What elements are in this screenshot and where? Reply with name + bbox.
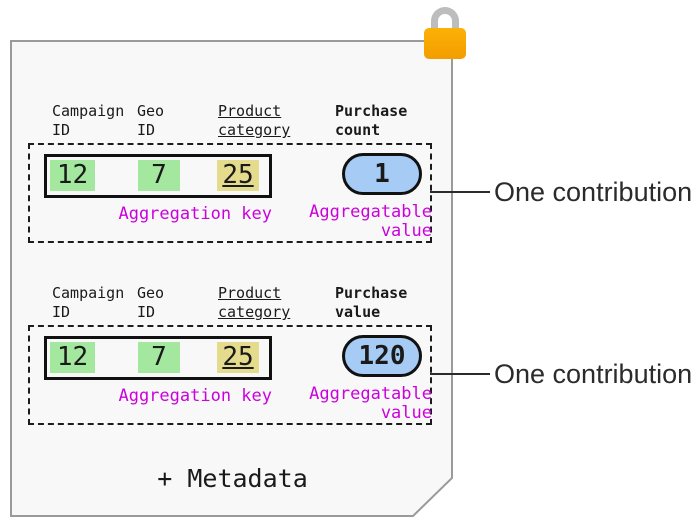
contribution-block-purchase-count: Campaign ID Geo ID Product category Purc… bbox=[0, 95, 700, 277]
lock-body bbox=[424, 28, 466, 59]
connector-line bbox=[430, 373, 490, 375]
campaign-id-cell: 12 bbox=[50, 160, 95, 191]
column-header-geo-id: Geo ID bbox=[137, 102, 165, 139]
aggregation-key-box bbox=[44, 154, 272, 198]
product-category-cell: 25 bbox=[217, 342, 259, 373]
one-contribution-label: One contribution bbox=[494, 359, 693, 389]
campaign-id-cell: 12 bbox=[50, 342, 95, 373]
aggregatable-value-label: Aggregatable value bbox=[309, 202, 432, 241]
column-header-product-category: Product category bbox=[218, 102, 291, 139]
geo-id-cell: 7 bbox=[138, 160, 180, 191]
aggregation-key-label: Aggregation key bbox=[118, 204, 272, 224]
aggregation-key-label: Aggregation key bbox=[118, 386, 272, 406]
connector-line bbox=[430, 191, 490, 193]
contribution-block-purchase-value: Campaign ID Geo ID Product category Purc… bbox=[0, 277, 700, 459]
aggregatable-value-pill: 120 bbox=[342, 335, 422, 377]
contribution-dashed-outline bbox=[28, 325, 432, 425]
aggregation-key-box bbox=[44, 336, 272, 380]
column-header-geo-id: Geo ID bbox=[137, 284, 165, 321]
column-header-campaign-id: Campaign ID bbox=[52, 102, 125, 139]
metadata-label: + Metadata bbox=[157, 464, 308, 493]
geo-id-cell: 7 bbox=[138, 342, 180, 373]
column-header-product-category: Product category bbox=[218, 284, 291, 321]
product-category-cell: 25 bbox=[217, 160, 259, 191]
contribution-dashed-outline bbox=[28, 143, 432, 243]
aggregatable-value-label: Aggregatable value bbox=[309, 384, 432, 423]
column-header-campaign-id: Campaign ID bbox=[52, 284, 125, 321]
lock-shackle bbox=[431, 7, 459, 33]
one-contribution-label: One contribution bbox=[494, 177, 693, 207]
column-header-purchase-value: Purchase value bbox=[335, 284, 408, 321]
column-header-purchase-count: Purchase count bbox=[335, 102, 408, 139]
aggregatable-value-pill: 1 bbox=[342, 153, 422, 195]
